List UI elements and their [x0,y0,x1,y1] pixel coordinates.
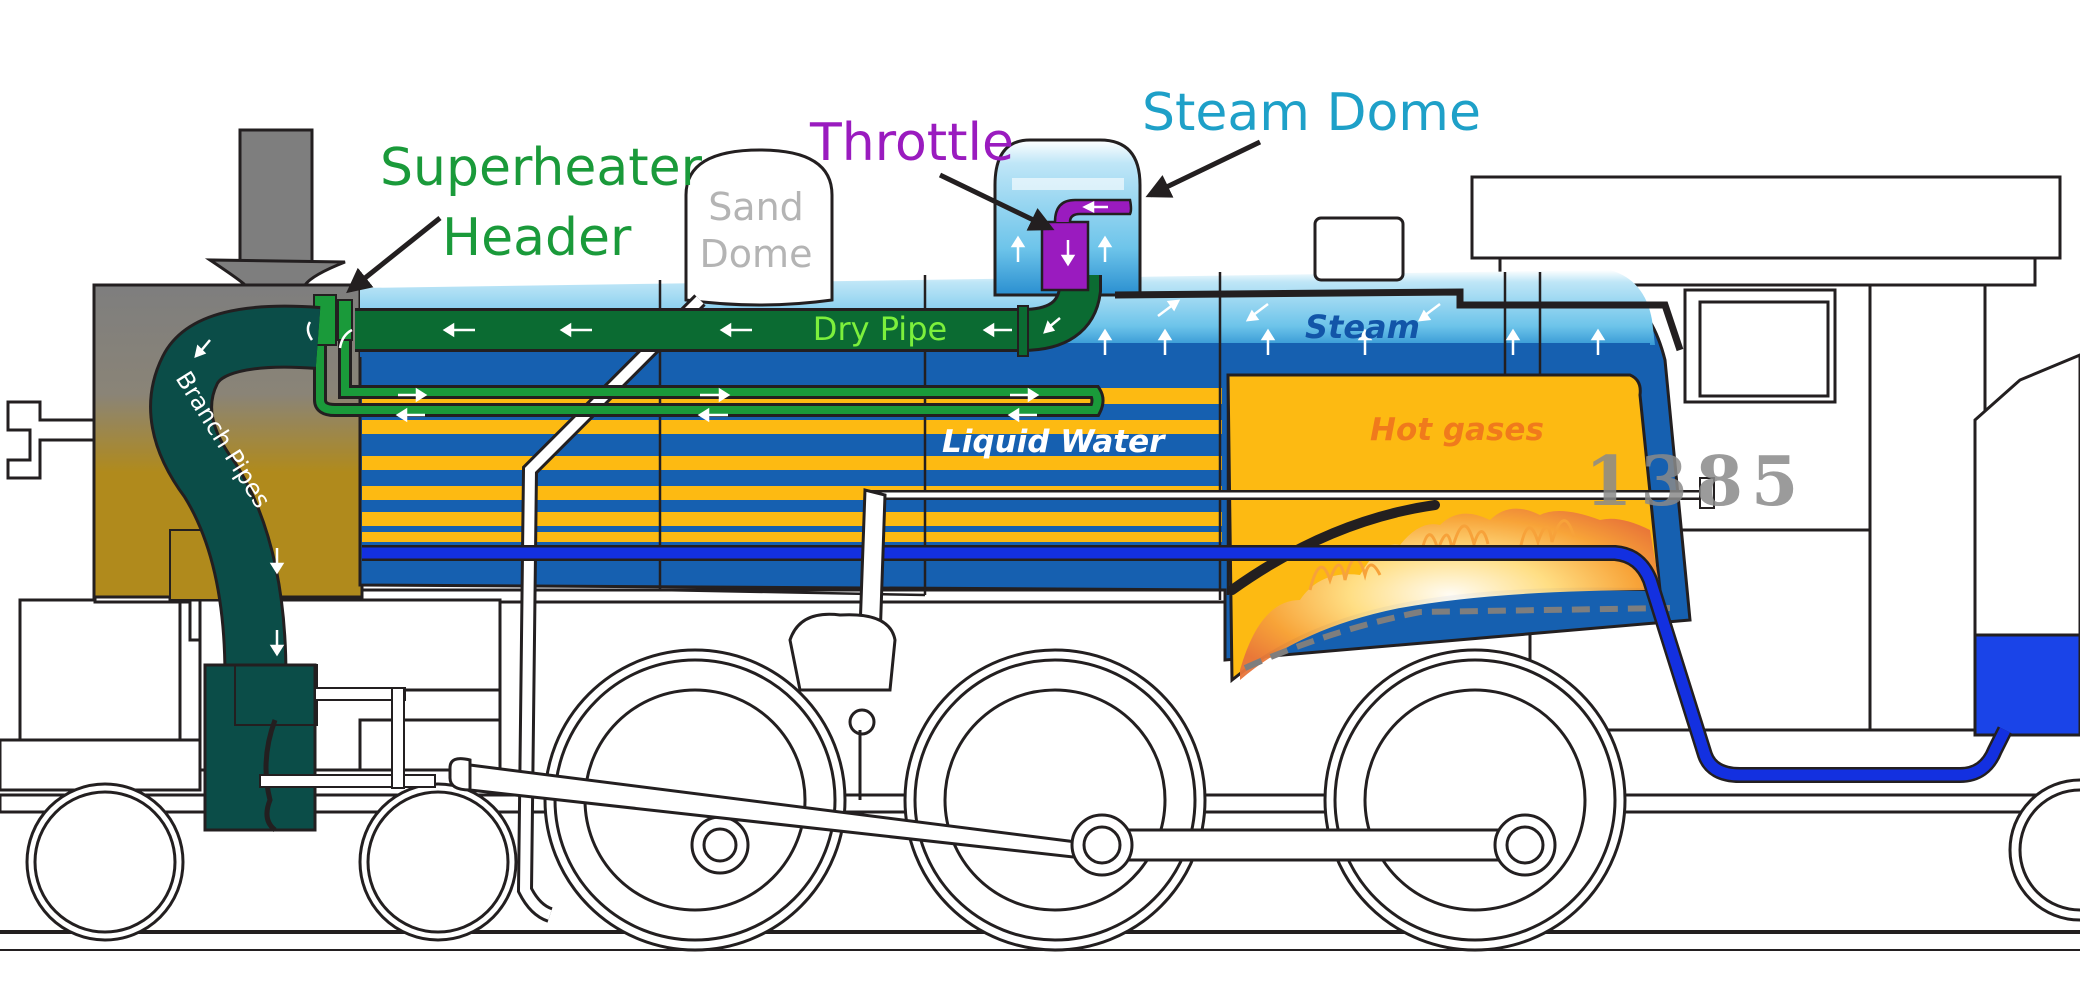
pilot-wheel [358,782,518,942]
whistle-dome [1313,216,1405,282]
throttle-label: Throttle [809,113,1014,173]
steam-dome-callout [1145,139,1262,198]
steam-dome-label: Steam Dome [1142,83,1481,143]
tender-wheel [2008,778,2080,922]
liquid-water-label: Liquid Water [942,424,1166,460]
labels: Superheater Header Sand Dome Throttle St… [170,83,1806,522]
dry-pipe [355,275,1102,357]
sand-dome-label-line2: Dome [700,232,813,276]
driving-wheel [1323,648,1627,952]
superheater-callout [346,216,442,294]
arrow-left-icon [395,322,1037,423]
dry-pipe-label: Dry Pipe [813,310,947,348]
superheater-tubes [313,305,1105,417]
cab-number-label: 1385 [1585,442,1806,522]
superheater-header-label-line1: Superheater [380,138,703,198]
superheater-header-label-line2: Header [442,208,632,268]
sand-dome-label-line1: Sand [708,185,804,229]
throttle-rod [1114,288,1684,352]
arrow-up-icon [1010,235,1606,355]
flow-arrows [194,200,1606,657]
throttle-callout [938,172,1055,231]
side-rods [259,687,1557,877]
arrow-right-icon [398,387,1040,403]
smokestack [238,128,314,277]
driving-wheel [903,648,1207,952]
arrow-down-icon [194,240,1076,657]
pilot-wheel [25,782,185,942]
callout-arrows [346,139,1262,294]
hot-gases-label: Hot gases [1370,412,1544,448]
steam-label: Steam [1305,308,1420,346]
sand-dome [684,148,834,307]
